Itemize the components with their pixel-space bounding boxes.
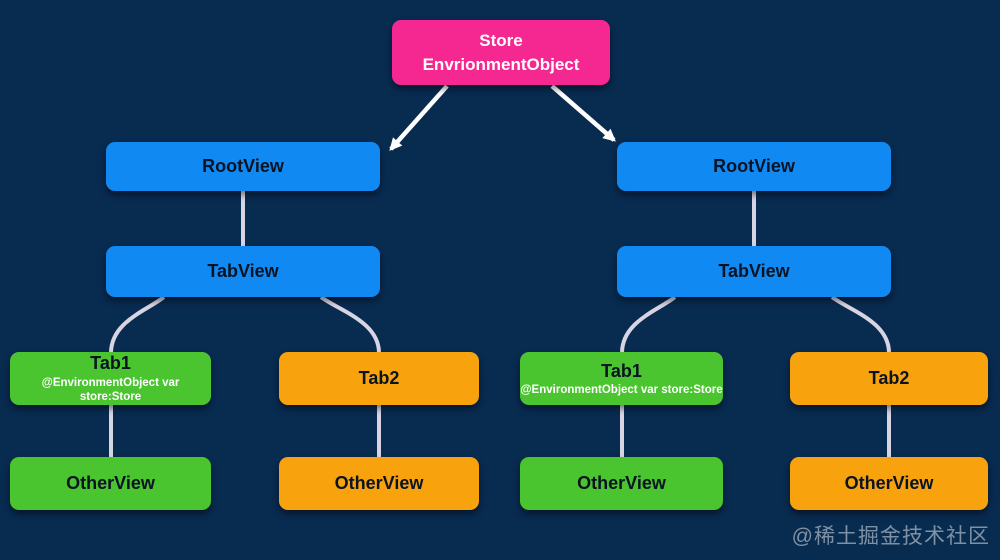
left-tab2-label: Tab2 [358, 368, 400, 389]
right-tabview-node: TabView [617, 246, 891, 297]
left-rootview-node: RootView [106, 142, 380, 191]
edge-left-tabview-to-tab2 [319, 295, 381, 354]
store-node-line2: EnvrionmentObject [422, 54, 580, 74]
right-tab1-node: Tab1 @EnvironmentObject var store:Store [520, 352, 723, 405]
right-rootview-node: RootView [617, 142, 891, 191]
edge-store-to-right-rootview [550, 84, 616, 142]
right-tabview-label: TabView [718, 261, 790, 282]
left-otherview-under-tab2-node: OtherView [279, 457, 479, 510]
store-environmentobject-node: Store EnvrionmentObject [392, 20, 610, 85]
left-otherview2-label: OtherView [334, 473, 424, 494]
right-tab2-label: Tab2 [868, 368, 910, 389]
left-tab1-node: Tab1 @EnvironmentObject var store:Store [10, 352, 211, 405]
right-rootview-label: RootView [713, 156, 795, 177]
left-tab2-node: Tab2 [279, 352, 479, 405]
left-tab1-label: Tab1 [90, 353, 131, 374]
edge-store-to-left-rootview [389, 84, 449, 151]
right-otherview-under-tab1-node: OtherView [520, 457, 723, 510]
right-tab1-subtitle: @EnvironmentObject var store:Store [520, 384, 723, 397]
left-tab1-subtitle: @EnvironmentObject var store:Store [41, 376, 180, 404]
right-otherview2-label: OtherView [844, 473, 934, 494]
right-tab1-label: Tab1 [601, 360, 642, 381]
left-tabview-node: TabView [106, 246, 380, 297]
left-otherview1-label: OtherView [66, 473, 155, 494]
watermark: @稀土掘金技术社区 [791, 525, 990, 548]
left-rootview-label: RootView [202, 156, 284, 177]
right-tab2-node: Tab2 [790, 352, 988, 405]
left-otherview-under-tab1-node: OtherView [10, 457, 211, 510]
edge-right-tabview-to-tab1 [620, 295, 677, 354]
right-otherview-under-tab2-node: OtherView [790, 457, 988, 510]
store-node-line1: Store [479, 30, 523, 50]
edge-right-tabview-to-tab2 [830, 295, 891, 354]
left-tabview-label: TabView [207, 261, 279, 282]
right-otherview1-label: OtherView [577, 473, 666, 494]
edge-left-tabview-to-tab1 [109, 295, 166, 354]
